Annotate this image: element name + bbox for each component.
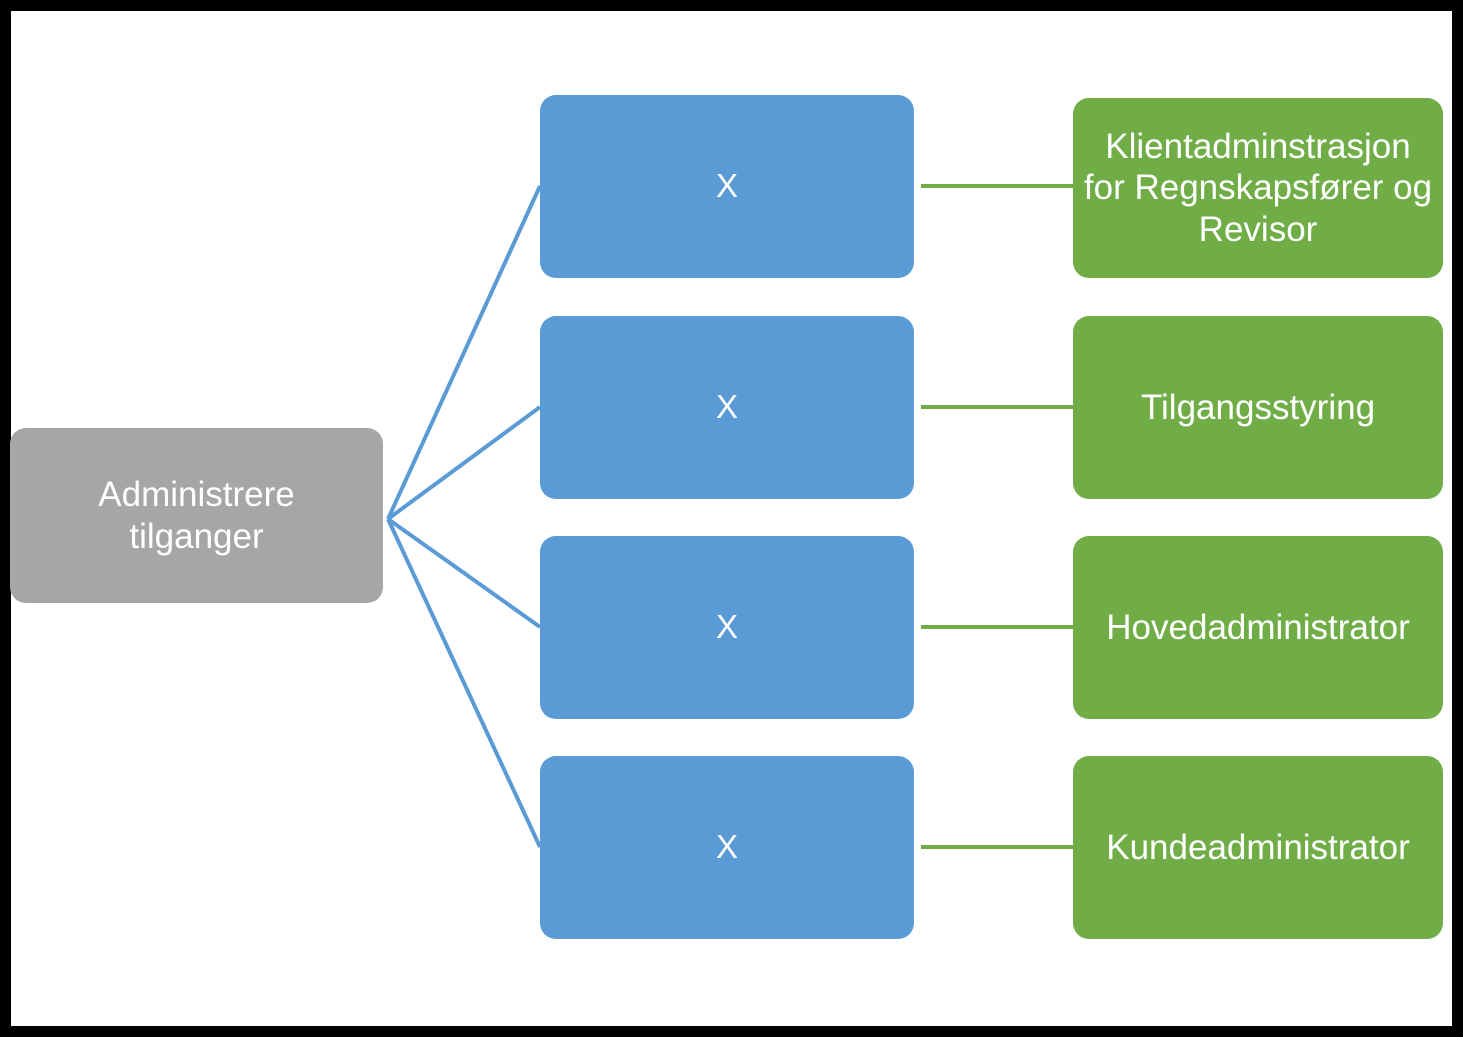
node-label: X	[715, 167, 738, 205]
node-middle-4[interactable]: X	[540, 756, 914, 939]
node-hovedadministrator[interactable]: Hovedadministrator	[1073, 536, 1443, 719]
node-label: Administrere tilganger	[98, 475, 295, 556]
node-middle-3[interactable]: X	[540, 536, 914, 719]
node-middle-2[interactable]: X	[540, 316, 914, 499]
node-label: Klientadminstrasjon for Regnskapsfører o…	[1083, 127, 1433, 249]
node-middle-1[interactable]: X	[540, 95, 914, 278]
node-label: Kundeadministrator	[1106, 827, 1410, 867]
node-kundeadministrator[interactable]: Kundeadministrator	[1073, 756, 1443, 939]
node-label: Tilgangsstyring	[1140, 387, 1376, 427]
node-tilgangsstyring[interactable]: Tilgangsstyring	[1073, 316, 1443, 499]
node-label: X	[715, 608, 738, 646]
node-label: X	[715, 388, 738, 426]
node-administrere-tilganger[interactable]: Administrere tilganger	[10, 428, 383, 603]
node-klientadminstrasjon[interactable]: Klientadminstrasjon for Regnskapsfører o…	[1073, 98, 1443, 278]
node-label: Hovedadministrator	[1106, 607, 1410, 647]
node-label: X	[715, 828, 738, 866]
